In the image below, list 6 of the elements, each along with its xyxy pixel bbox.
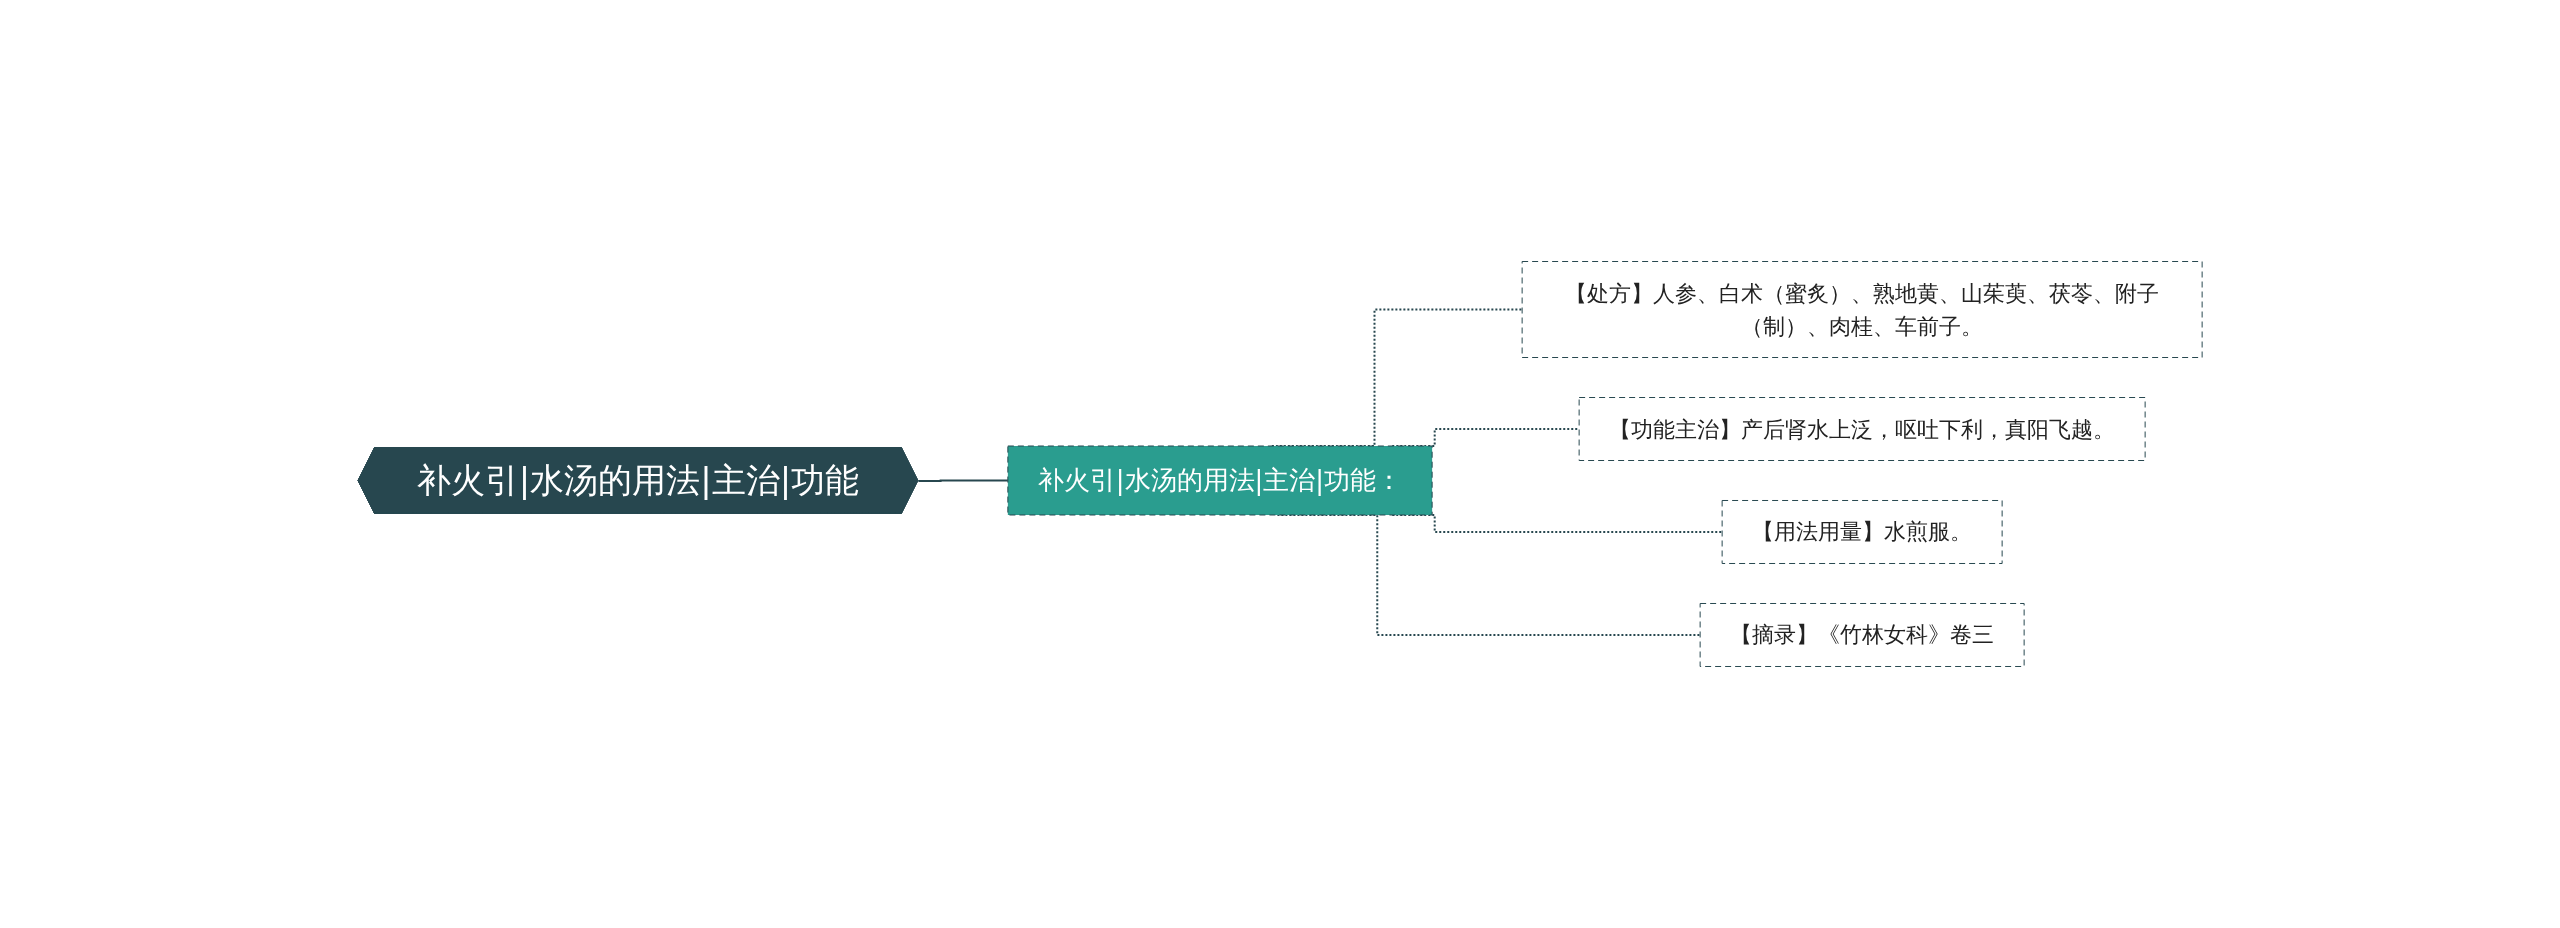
node-box: 补火引|水汤的用法|主治|功能： [1007, 445, 1433, 516]
node-box: 【摘录】《竹林女科》卷三 [1699, 603, 2025, 667]
node-box: 【处方】人参、白术（蜜炙）、熟地黄、山茱萸、茯苓、附子（制）、肉桂、车前子。 [1521, 261, 2203, 358]
connector [917, 479, 1009, 482]
node-box: 【功能主治】产后肾水上泛，呕吐下利，真阳飞越。 [1578, 397, 2146, 461]
node-box: 【用法用量】水煎服。 [1721, 500, 2003, 564]
